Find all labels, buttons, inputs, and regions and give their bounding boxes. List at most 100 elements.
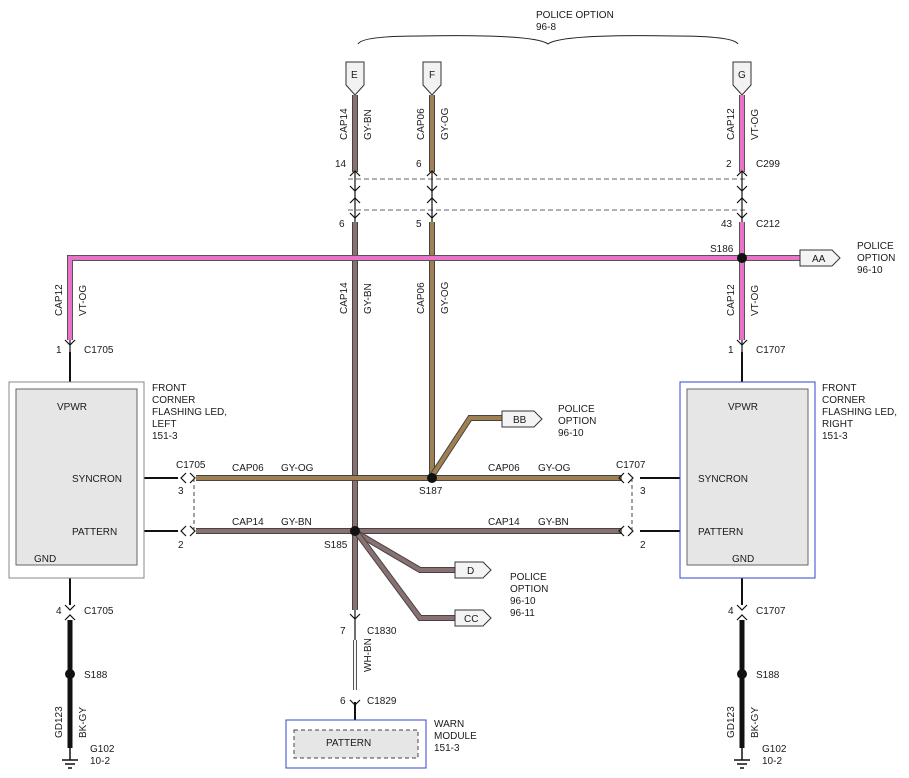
pin-right-sync: 3 — [640, 486, 646, 497]
offpage-bb: BB — [501, 410, 543, 428]
wire-e-mid-color: GY-BN — [363, 283, 374, 314]
bus-sync-left-color: GY-OG — [281, 463, 314, 474]
left-module-name3: FLASHING LED, — [152, 407, 227, 418]
wire-whbn-label: WH-BN — [363, 638, 374, 672]
header-ref: 96-8 — [536, 22, 556, 33]
aa-text3: 96-10 — [857, 265, 883, 276]
wire-left-pwr-circuit: CAP12 — [54, 284, 65, 316]
label-c1705-bot: C1705 — [84, 606, 114, 617]
offpage-d: D — [454, 561, 492, 579]
wire-e-top-circuit: CAP14 — [339, 108, 350, 140]
warn-ref: 151-3 — [434, 743, 460, 754]
connector-tab-e: E — [345, 61, 365, 96]
label-c1707-top: C1707 — [756, 345, 786, 356]
dcc-text4: 96-11 — [510, 608, 535, 619]
svg-text:CC: CC — [464, 614, 478, 625]
left-vpwr-label: VPWR — [57, 402, 87, 413]
module-warn — [285, 719, 427, 769]
wire-g-top-color: VT-OG — [750, 109, 761, 140]
wire-f-mid-color: GY-OG — [440, 281, 451, 314]
ground-left-id: G102 — [90, 744, 115, 755]
label-c1705-top: C1705 — [84, 345, 114, 356]
label-c299: C299 — [756, 159, 780, 170]
bus-sync-left-circuit: CAP06 — [232, 463, 264, 474]
wire-left-pwr-color: VT-OG — [78, 285, 89, 316]
pin-g-c212: 43 — [721, 219, 733, 230]
label-s188-left: S188 — [84, 670, 108, 681]
wire-pwr-horizontal — [67, 255, 800, 340]
svg-text:E: E — [351, 70, 358, 81]
bus-pattern-left-color: GY-BN — [281, 517, 312, 528]
bb-text3: 96-10 — [558, 428, 584, 439]
right-vpwr-label: VPWR — [728, 402, 758, 413]
pin-left-gnd: 4 — [56, 606, 62, 617]
wire-g-top-circuit: CAP12 — [726, 108, 737, 140]
splice-s188-right — [737, 669, 747, 679]
ground-left-circuit: GD123 — [54, 706, 65, 738]
pin-e-c299: 14 — [335, 159, 347, 170]
bb-text2: OPTION — [558, 416, 596, 427]
pin-left-pattern: 2 — [178, 540, 184, 551]
right-pattern-label: PATTERN — [698, 527, 743, 538]
bus-sync-right-color: GY-OG — [538, 463, 571, 474]
wire-ground-left — [62, 578, 78, 769]
pin-right-pattern: 2 — [640, 540, 646, 551]
label-s188-right: S188 — [756, 670, 780, 681]
splice-s186 — [737, 253, 747, 263]
label-c1830: C1830 — [367, 626, 397, 637]
ground-left-ref: 10-2 — [90, 756, 110, 767]
left-gnd-label: GND — [34, 554, 56, 565]
dcc-text1: POLICE — [510, 572, 547, 583]
label-s185: S185 — [324, 540, 348, 551]
bus-pattern-left-circuit: CAP14 — [232, 517, 264, 528]
ground-left-color: BK-GY — [78, 707, 89, 738]
warn-name1: WARN — [434, 719, 464, 730]
connector-tab-g: G — [732, 61, 752, 96]
wire-ground-right — [734, 578, 750, 769]
wire-right-pwr-circuit: CAP12 — [726, 284, 737, 316]
wire-cc-branch — [354, 531, 455, 621]
right-syncron-label: SYNCRON — [698, 474, 748, 485]
warn-name2: MODULE — [434, 731, 477, 742]
left-pattern-label: PATTERN — [72, 527, 117, 538]
pin-c1830: 7 — [340, 626, 346, 637]
module-left — [8, 381, 145, 579]
left-module-ref: 151-3 — [152, 431, 178, 442]
label-c1705-mid: C1705 — [176, 460, 206, 471]
offpage-cc: CC — [454, 609, 492, 627]
right-module-name3: FLASHING LED, — [822, 407, 897, 418]
header-title: POLICE OPTION — [536, 10, 614, 21]
ground-right-color: BK-GY — [750, 707, 761, 738]
wire-f-mid-circuit: CAP06 — [416, 282, 427, 314]
dcc-text2: OPTION — [510, 584, 548, 595]
ground-right-circuit: GD123 — [726, 706, 737, 738]
splice-s185 — [350, 526, 360, 536]
pin-f-c212: 5 — [416, 219, 422, 230]
bus-pattern-right-color: GY-BN — [538, 517, 569, 528]
label-s187: S187 — [419, 486, 443, 497]
pin-c1829: 6 — [340, 696, 346, 707]
wire-f-top-color: GY-OG — [440, 107, 451, 140]
ground-right-ref: 10-2 — [762, 756, 782, 767]
ground-right-id: G102 — [762, 744, 787, 755]
left-syncron-label: SYNCRON — [72, 474, 122, 485]
bus-sync-right-circuit: CAP06 — [488, 463, 520, 474]
left-module-name2: CORNER — [152, 395, 195, 406]
wire-right-pwr-color: VT-OG — [750, 285, 761, 316]
pin-f-c299: 6 — [416, 159, 422, 170]
label-c1829: C1829 — [367, 696, 397, 707]
header-brace — [357, 35, 739, 45]
label-s186: S186 — [710, 244, 734, 255]
right-module-name4: RIGHT — [822, 419, 853, 430]
pin-right-gnd: 4 — [728, 606, 734, 617]
left-module-name4: LEFT — [152, 419, 176, 430]
pin-chevrons — [64, 170, 748, 706]
svg-text:F: F — [429, 70, 435, 81]
right-module-ref: 151-3 — [822, 431, 848, 442]
aa-text2: OPTION — [857, 253, 895, 264]
bb-text1: POLICE — [558, 404, 595, 415]
bus-pattern-right-circuit: CAP14 — [488, 517, 520, 528]
connector-tab-f: F — [422, 61, 442, 96]
svg-text:BB: BB — [513, 415, 527, 426]
pin-e-c212: 6 — [339, 219, 345, 230]
